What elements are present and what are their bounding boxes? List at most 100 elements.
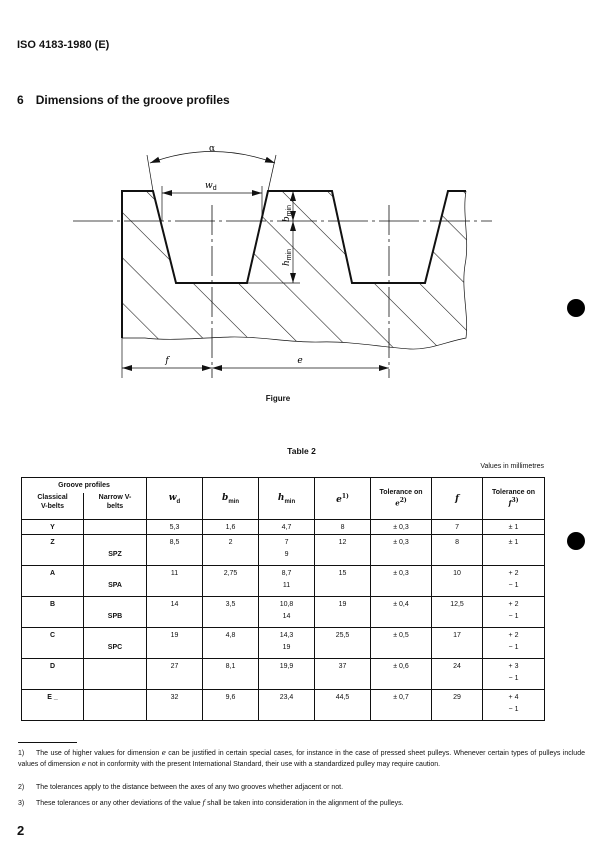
f-symbol: f — [508, 498, 512, 508]
classical-profile: A — [49, 570, 56, 577]
narrow-profile: SPC — [107, 644, 123, 651]
document-header: ISO 4183-1980 (E) — [17, 39, 110, 51]
footnote-text: The tolerances apply to the distance bet… — [36, 784, 344, 791]
wd-subscript: d — [176, 498, 181, 505]
header-wd: wd — [146, 477, 204, 520]
figure-caption: Figure — [265, 394, 291, 403]
cell-hmin: 23,4 — [258, 689, 316, 721]
cell-classical: C — [21, 627, 84, 659]
header-narrow-v-belts: Narrow V-belts — [82, 493, 148, 520]
tolerance-f-upper: + 2 — [508, 601, 519, 608]
cell-bmin: 2,75 — [202, 565, 260, 597]
cell-f: 17 — [431, 627, 484, 659]
cell-narrow — [82, 689, 148, 721]
tolerance-f-upper: + 2 — [508, 570, 519, 577]
cell-tolerance-e: ± 0,3 — [370, 534, 433, 566]
hmin-value-narrow: 11 — [282, 582, 291, 589]
header-e: e1) — [314, 477, 372, 520]
e-label: e — [297, 356, 302, 366]
tolerance-e-value: ± 0,7 — [393, 694, 409, 701]
punch-hole-mark — [567, 299, 585, 317]
header-bmin: bmin — [202, 477, 260, 520]
cell-classical: E _ — [21, 689, 84, 721]
e-value: 8 — [340, 524, 345, 531]
wd-label: wd — [205, 181, 217, 192]
e-value: 37 — [338, 663, 347, 670]
hmin-value-narrow: 14 — [282, 613, 291, 620]
hmin-value: 14,3 — [279, 632, 294, 639]
table-units-note: Values in millimetres — [480, 463, 544, 470]
bmin-value: 2 — [228, 539, 233, 546]
cell-classical: B — [21, 596, 84, 628]
cell-e: 19 — [314, 596, 372, 628]
section-number: 6 — [17, 93, 24, 107]
cell-f: 7 — [431, 519, 484, 535]
bmin-symbol: b — [282, 216, 292, 222]
hmin-value: 8,7 — [281, 570, 292, 577]
bmin-label: bmin — [282, 205, 293, 222]
footnote-symbol: e — [161, 749, 166, 757]
hmin-value-narrow: 19 — [282, 644, 291, 651]
f-value: 7 — [455, 524, 459, 531]
f-value: 17 — [453, 632, 461, 639]
f-value: 12,5 — [450, 601, 464, 608]
footnote: 2) The tolerances apply to the distance b… — [18, 783, 585, 793]
cell-wd: 27 — [146, 658, 204, 690]
cell-narrow: SPA — [82, 565, 148, 597]
cell-wd: 32 — [146, 689, 204, 721]
footnote-number: 3) — [18, 800, 25, 807]
cell-bmin: 8,1 — [202, 658, 260, 690]
bmin-value: 1,6 — [225, 524, 236, 531]
alpha-label: α — [209, 144, 215, 154]
footnote-symbol: f — [202, 799, 206, 807]
wd-value: 11 — [170, 570, 179, 577]
wd-symbol: w — [205, 181, 213, 191]
classical-profile: D — [49, 663, 56, 670]
cell-tolerance-f: + 2− 1 — [482, 627, 546, 659]
hmin-value: 7 — [284, 539, 289, 546]
tolerance-e-footnote-ref: 2) — [399, 497, 407, 505]
e-symbol: e — [395, 498, 400, 508]
hmin-subscript: min — [284, 498, 296, 505]
cell-tolerance-e: ± 0,7 — [370, 689, 433, 721]
alpha-extension-right — [267, 154, 277, 192]
section-heading: 6 Dimensions of the groove profiles — [17, 93, 230, 107]
cell-wd: 19 — [146, 627, 204, 659]
tolerance-f-upper: ± 1 — [508, 539, 519, 546]
cell-classical: Y — [21, 519, 84, 535]
tolerance-e-value: ± 0,6 — [393, 663, 409, 670]
footnote-number: 2) — [18, 784, 25, 791]
tolerance-e-value: ± 0,3 — [393, 524, 409, 531]
hmin-symbol: h — [277, 492, 285, 503]
tolerance-f-upper: + 2 — [508, 632, 519, 639]
narrow-profile: SPZ — [108, 551, 122, 558]
classical-profile: E _ — [47, 694, 58, 701]
cell-tolerance-e: ± 0,4 — [370, 596, 433, 628]
narrow-profile: SPA — [108, 582, 122, 589]
e-value: 12 — [338, 539, 347, 546]
cell-e: 44,5 — [314, 689, 372, 721]
cell-e: 12 — [314, 534, 372, 566]
cell-hmin: 4,7 — [258, 519, 316, 535]
table-title: Table 2 — [287, 446, 316, 456]
cell-tolerance-f: ± 1 — [482, 519, 546, 535]
cell-e: 37 — [314, 658, 372, 690]
section-title: Dimensions of the groove profiles — [35, 93, 230, 107]
punch-hole-mark — [567, 532, 585, 550]
tolerance-f-lower: − 1 — [508, 675, 519, 682]
cell-classical: Z — [21, 534, 84, 566]
bmin-value: 3,5 — [225, 601, 236, 608]
cell-bmin: 1,6 — [202, 519, 260, 535]
cell-tolerance-f: ± 1 — [482, 534, 546, 566]
table-row: Y 5,3 1,6 4,7 8 ± 0,3 7 ± 1 — [21, 519, 546, 535]
cell-wd: 5,3 — [146, 519, 204, 535]
cell-classical: D — [21, 658, 84, 690]
cell-tolerance-e: ± 0,3 — [370, 565, 433, 597]
f-value: 29 — [453, 694, 461, 701]
cell-tolerance-f: + 2− 1 — [482, 596, 546, 628]
